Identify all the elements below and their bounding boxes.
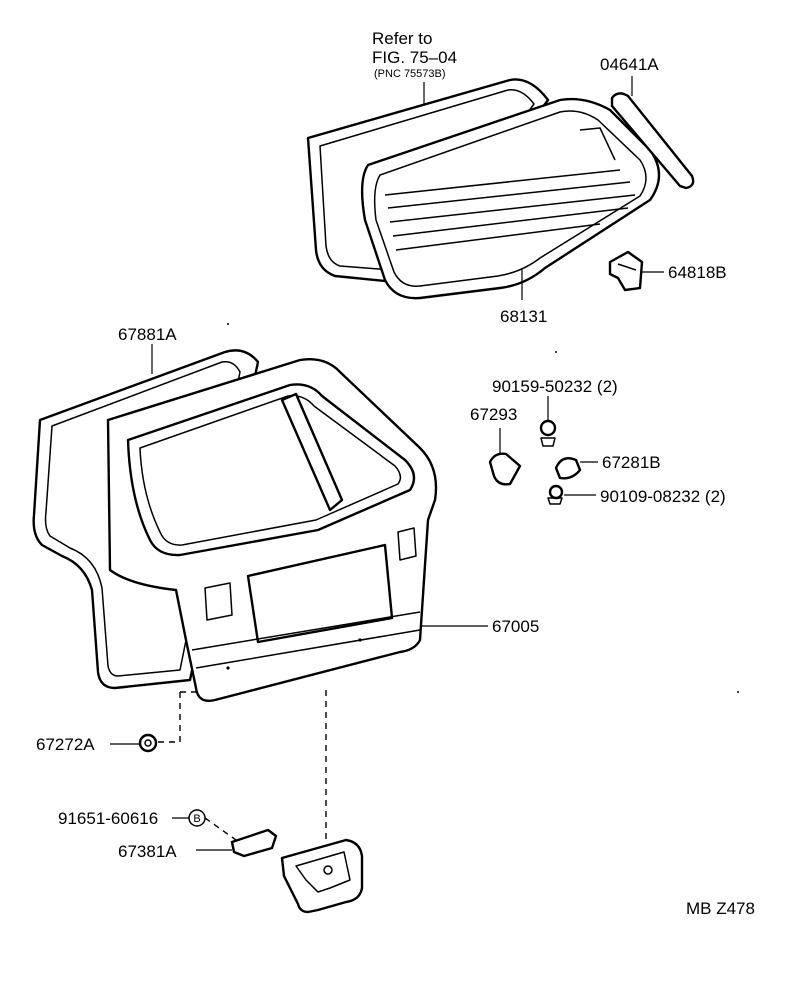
label-67881a: 67881A [118,325,177,344]
label-68131: 68131 [500,307,547,326]
label-90159: 90159-50232 (2) [492,377,618,396]
label-67272a: 67272A [36,735,95,754]
lock-bracket [280,838,364,914]
ref-line-2: FIG. 75–04 [372,48,457,67]
label-91651: 91651-60616 [58,809,158,828]
label-04641a: 04641A [600,55,659,74]
figure-code: MB Z478 [686,899,755,918]
cushion-67272a [138,733,158,753]
label-67281b: 67281B [602,453,661,472]
back-door-glass [360,97,661,300]
bumper-67281b [554,457,582,480]
label-67005: 67005 [492,617,539,636]
latch-67381a [230,828,278,858]
ref-line-3: (PNC 75573B) [374,68,446,80]
label-64818b: 64818B [668,263,727,282]
ref-line-1: Refer to [372,29,432,48]
bracket-67293 [488,452,522,486]
b-marker-label: B [193,813,200,825]
bolt-90159 [539,419,557,447]
label-90109: 90109-08232 (2) [600,487,726,506]
label-67293: 67293 [470,405,517,424]
back-door-panel [106,358,438,702]
b-marker: B [188,809,206,827]
label-67381a: 67381A [118,842,177,861]
molding-strip [610,92,695,190]
clip-part [608,250,644,292]
screw-90109 [547,484,564,505]
